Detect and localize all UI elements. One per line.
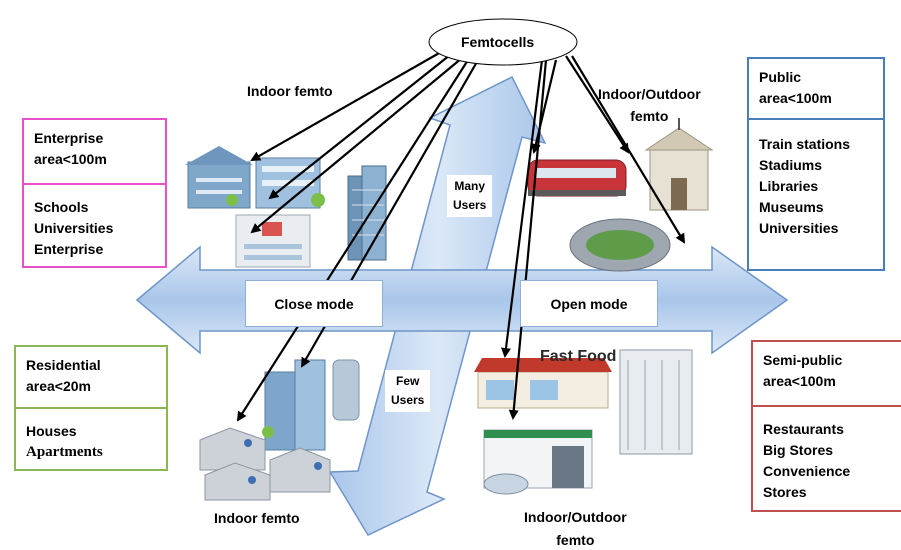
residential-items-box: Houses Apartments xyxy=(14,409,168,471)
close-mode-label: Close mode xyxy=(245,280,383,327)
semipublic-venues-image xyxy=(474,349,693,495)
public-items-box: Train stations Stadiums Libraries Museum… xyxy=(747,120,885,271)
public-heading-box: Public area<100m xyxy=(747,57,885,120)
femtocells-title: Femtocells xyxy=(461,34,535,50)
residential-houses-image xyxy=(199,359,360,501)
enterprise-heading-box: Enterprise area<100m xyxy=(22,118,167,185)
semipublic-heading-box: Semi-public area<100m xyxy=(751,340,901,407)
residential-heading-box: Residential area<20m xyxy=(14,345,168,409)
many-users-label: Many Users xyxy=(447,175,493,218)
indoor-outdoor-top-label: Indoor/Outdoor femto xyxy=(598,86,701,124)
fast-food-sign: Fast Food xyxy=(540,348,617,365)
enterprise-items-box: Schools Universities Enterprise xyxy=(22,185,167,268)
public-venues-image xyxy=(527,118,714,272)
semipublic-items-box: Restaurants Big Stores Convenience Store… xyxy=(751,407,901,512)
femtocells-node xyxy=(428,18,578,66)
enterprise-buildings-image xyxy=(185,146,387,268)
open-mode-label: Open mode xyxy=(520,280,658,327)
indoor-outdoor-bottom-label: Indoor/Outdoor femto xyxy=(524,509,627,548)
indoor-femto-top-label: Indoor femto xyxy=(247,83,333,99)
indoor-femto-bottom-label: Indoor femto xyxy=(214,510,300,526)
few-users-label: Few Users xyxy=(385,370,431,413)
